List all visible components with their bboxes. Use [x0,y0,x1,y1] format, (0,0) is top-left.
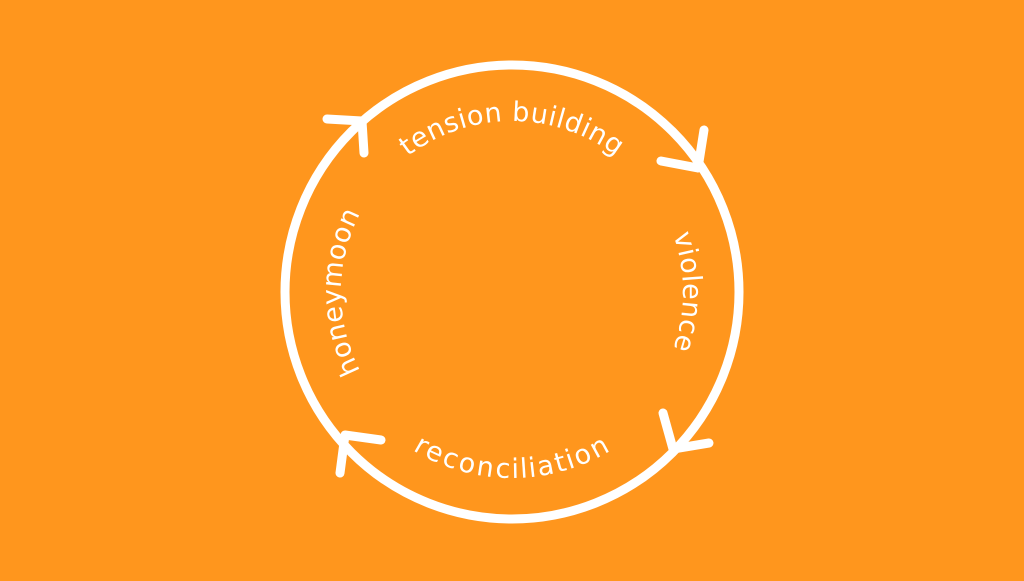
stage-text-reconciliation: reconciliation [409,429,614,485]
stage-label-honeymoon: honeymoon [317,203,367,381]
stage-label-reconciliation: reconciliation [409,429,614,485]
arrow-top-right [656,125,709,173]
cycle-ring [280,60,744,524]
stage-text-honeymoon: honeymoon [317,203,366,381]
arrow-top-left [322,114,369,158]
stage-label-tension-building: tension building [394,97,631,162]
arrow-bottom-left [335,430,386,478]
stage-label-violence: violence [667,228,707,356]
stage-text-violence: violence [667,228,707,356]
stage-text-tension-building: tension building [394,97,630,162]
arrow-bottom-right [658,408,714,454]
